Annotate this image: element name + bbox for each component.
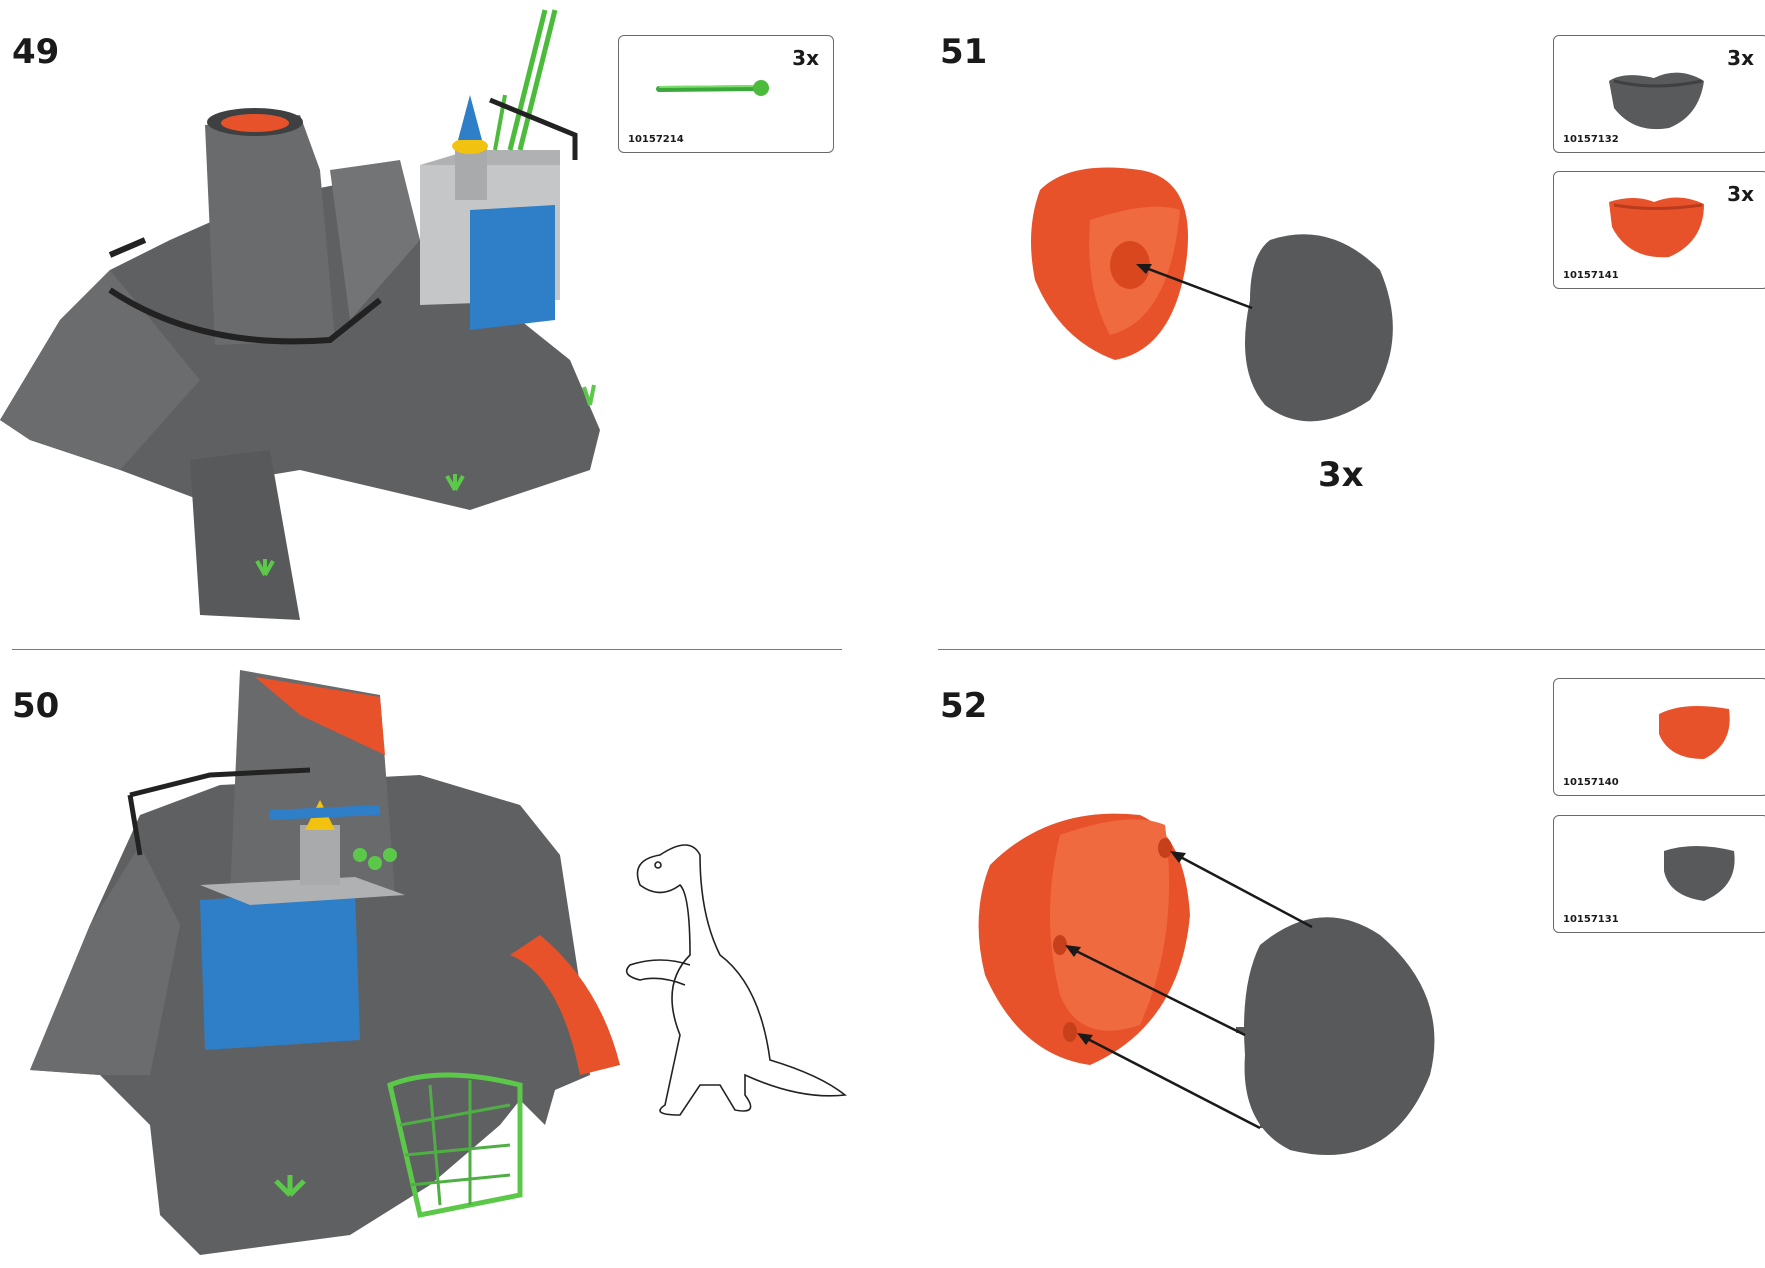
part-box-10157141: 3x 10157141 [1553, 171, 1765, 289]
part-box-10157214: 3x 10157214 [618, 35, 834, 153]
part-number: 10157132 [1563, 134, 1619, 145]
part-number: 10157140 [1563, 777, 1619, 788]
step-number-49: 49 [12, 32, 60, 72]
divider-right [938, 649, 1765, 650]
step-number-51: 51 [940, 32, 988, 72]
grey-rock-cap-part-icon [1664, 846, 1735, 901]
part-box-10157132: 3x 10157132 [1553, 35, 1765, 153]
part-number: 10157141 [1563, 270, 1619, 281]
lava-rock-assembly-step-52-illustration [978, 813, 1435, 1155]
part-box-10157131: 10157131 [1553, 815, 1765, 933]
part-quantity: 3x [1727, 182, 1754, 206]
lava-shell-assembly-step-51-illustration [1031, 167, 1393, 422]
part-box-10157140: 10157140 [1553, 678, 1765, 796]
part-number: 10157214 [628, 134, 684, 145]
volcano-assembly-step-49-illustration [0, 9, 600, 620]
divider-left [12, 649, 842, 650]
grey-rock-shell-part-icon [1609, 72, 1704, 130]
green-rod-part-icon [656, 80, 769, 96]
orange-lava-cap-part-icon [1659, 705, 1730, 759]
orange-lava-shell-part-icon [1609, 197, 1704, 258]
step-number-52: 52 [940, 686, 988, 726]
repeat-quantity: 3x [1318, 455, 1364, 495]
step-number-50: 50 [12, 686, 60, 726]
volcano-assembly-step-50-illustration [30, 670, 848, 1255]
part-quantity: 3x [792, 46, 819, 70]
part-number: 10157131 [1563, 914, 1619, 925]
part-quantity: 3x [1727, 46, 1754, 70]
